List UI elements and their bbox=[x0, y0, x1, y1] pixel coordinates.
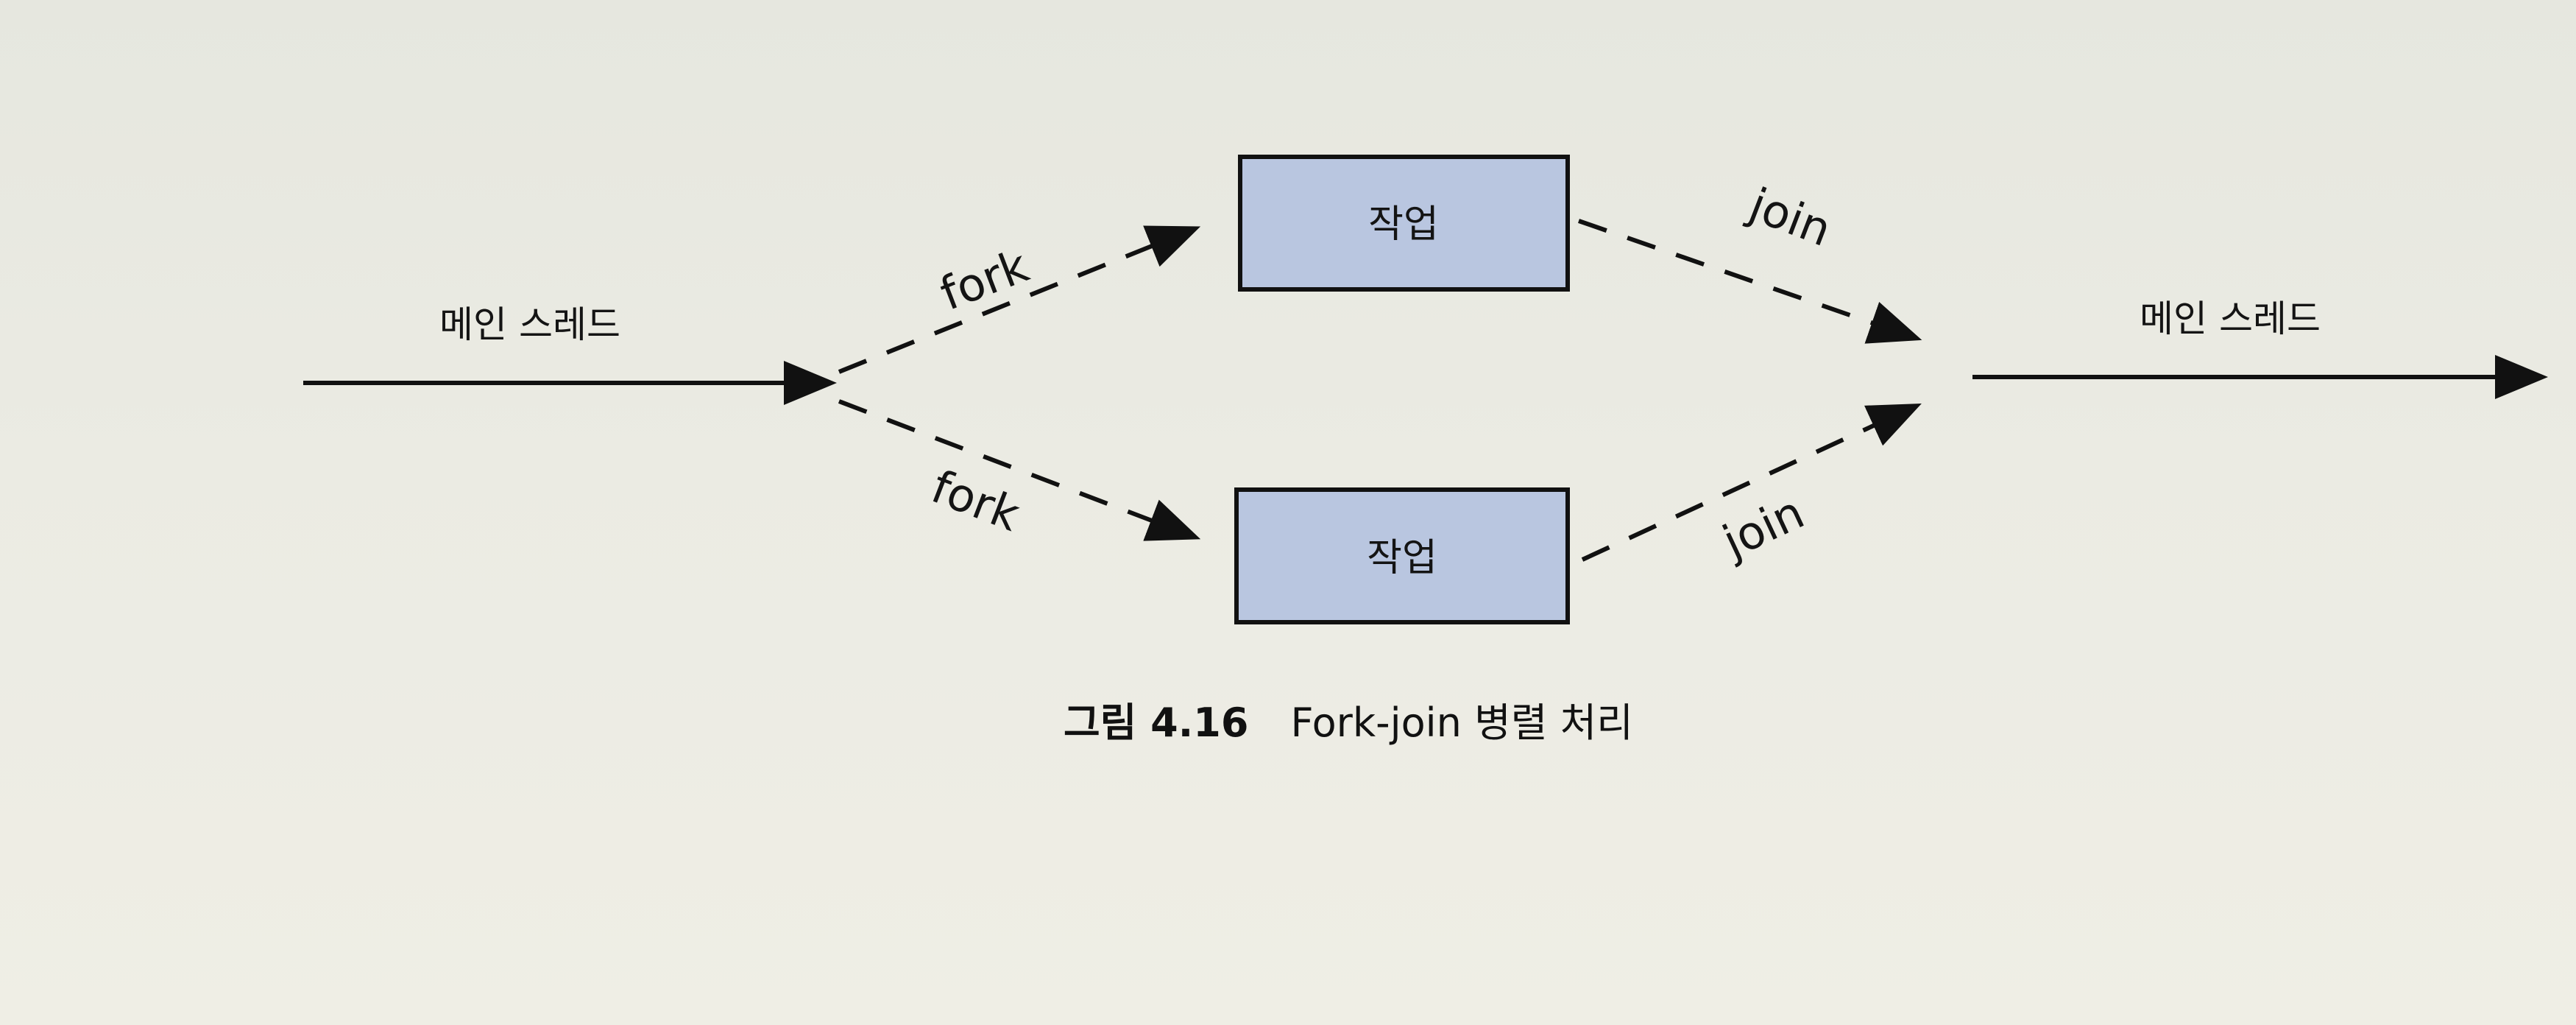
task-label-top: 작업 bbox=[1368, 202, 1439, 247]
figure-caption: 그림 4.16 Fork-join 병렬 처리 bbox=[1064, 700, 1633, 746]
figure-title: Fork-join 병렬 처리 bbox=[1291, 700, 1633, 746]
task-box-top bbox=[1238, 155, 1570, 292]
fork-arrow-bottom bbox=[838, 399, 1201, 541]
task-box-bottom bbox=[1234, 487, 1570, 624]
join-label-bottom: join bbox=[1713, 485, 1812, 569]
task-label-bottom: 작업 bbox=[1367, 536, 1437, 580]
main-thread-in-label: 메인 스레드 bbox=[439, 303, 620, 346]
join-arrow-top bbox=[1578, 219, 1922, 344]
figure-number: 그림 4.16 bbox=[1064, 700, 1248, 746]
main-thread-out-label: 메인 스레드 bbox=[2140, 297, 2321, 340]
join-label-top: join bbox=[1741, 177, 1839, 257]
fork-arrow-top bbox=[838, 225, 1201, 374]
fork-label-top: fork bbox=[933, 239, 1036, 321]
fork-label-bottom: fork bbox=[924, 459, 1027, 542]
join-arrow-bottom bbox=[1581, 403, 1922, 562]
